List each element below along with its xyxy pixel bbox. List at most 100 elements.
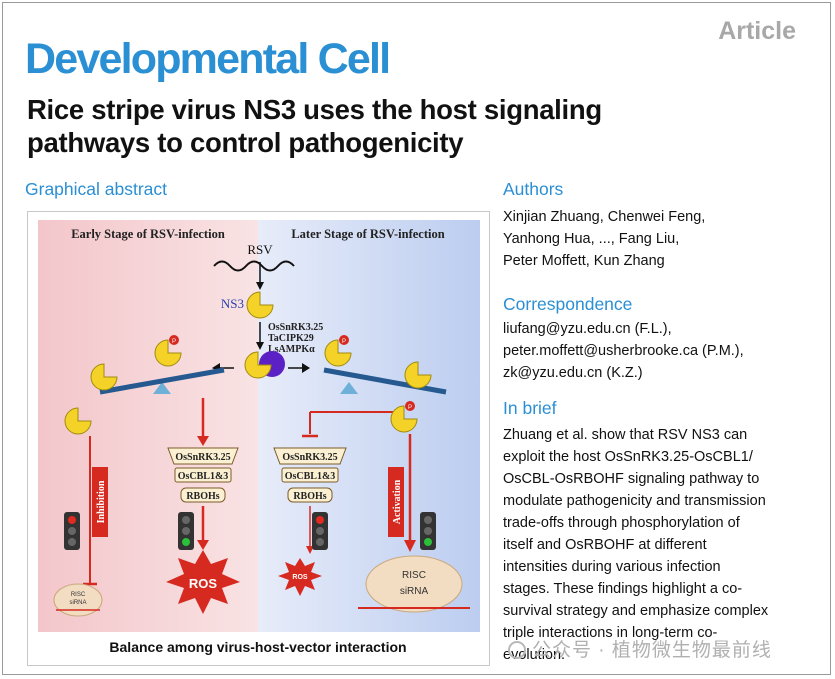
center-left-arrow-head	[197, 436, 209, 446]
traffic-light-red-top	[68, 516, 76, 524]
left-ns3	[90, 363, 118, 391]
right-phospho-badge	[339, 335, 349, 345]
risc-label-right: RISC	[402, 570, 426, 581]
pathway-box-2-left	[174, 467, 232, 483]
risc-complex-right	[365, 555, 463, 613]
sirna-label-right: siRNA	[400, 586, 429, 597]
in-brief-line-10: triple interactions in long-term co-	[503, 625, 718, 641]
in-brief-line-1: Zhuang et al. show that RSV NS3 can	[503, 427, 748, 443]
in-brief-line-8: stages. These findings highlight a co-	[503, 581, 743, 597]
ns3-protein	[246, 291, 274, 319]
graphical-abstract-figure: Early Stage of RSV-infection Later Stage…	[27, 211, 490, 666]
in-brief-text: Zhuang et al. show that RSV NS3 can expl…	[503, 424, 768, 666]
watermark: 公众号 · 植物微生物最前线	[508, 635, 772, 662]
left-free-ns3	[64, 407, 92, 435]
right-arrow-head	[302, 363, 310, 373]
traffic-light-red-bot	[68, 538, 76, 546]
left-phospho-badge	[169, 335, 179, 345]
in-brief-line-4: modulate pathogenicity and transmission	[503, 493, 766, 509]
traffic-light-green-top	[182, 516, 190, 524]
in-brief-line-5: trade-offs through phosphorylation of	[503, 515, 740, 531]
inhibition-box	[92, 467, 108, 537]
traffic-light-green-right-top	[424, 516, 432, 524]
sirna-label-left: siRNA	[69, 600, 86, 606]
in-brief-line-3: OsCBL-OsRBOHF signaling pathway to	[503, 471, 760, 487]
pathway-box-1-right	[273, 447, 347, 465]
ros-burst-large	[166, 550, 240, 614]
right-free-phospho-label: P	[408, 405, 412, 411]
ros-label-small: ROS	[292, 574, 308, 581]
rsv-label: RSV	[247, 242, 273, 257]
in-brief-line-9: survival strategy and emphasize complex	[503, 603, 769, 619]
ns3-label: NS3	[221, 296, 244, 311]
traffic-light-red-right-top	[316, 516, 324, 524]
right-free-ns3	[390, 405, 418, 433]
traffic-light-green-right-bot	[424, 538, 432, 546]
authors-line-1: Xinjian Zhuang, Chenwei Feng,	[503, 209, 706, 225]
activation-box	[388, 467, 404, 537]
left-seesaw-beam	[99, 367, 225, 395]
ros-label-large: ROS	[189, 576, 218, 591]
right-phospho-label: P	[342, 339, 346, 345]
in-brief-line-7: intensities during various infection	[503, 559, 721, 575]
kinase-1: OsSnRK3.25	[268, 322, 323, 333]
article-type-tag: Article	[718, 17, 796, 45]
traffic-light-red-mid	[68, 527, 76, 535]
ros-arrow-right-head	[306, 546, 314, 554]
correspondence-heading: Correspondence	[503, 294, 633, 314]
kinase-3: LsAMPKα	[268, 344, 315, 355]
rsv-rna-wave	[213, 260, 295, 272]
risc-complex-left	[53, 583, 103, 617]
right-free-phospho-badge	[405, 401, 415, 411]
right-ns3	[404, 361, 432, 389]
correspondence-list: liufang@yzu.edu.cn (F.L.), peter.moffett…	[503, 318, 744, 384]
pathway-3-left: RBOHs	[186, 491, 219, 502]
left-phospho-label: P	[172, 339, 176, 345]
activation-arrow-head	[404, 540, 416, 552]
left-seesaw-fulcrum	[153, 382, 171, 394]
graphical-abstract-heading: Graphical abstract	[25, 179, 168, 199]
wechat-icon	[508, 641, 526, 659]
ros-burst-small	[278, 558, 322, 596]
balance-caption: Balance among virus-host-vector interact…	[109, 639, 406, 655]
pathway-1-right: OsSnRK3.25	[282, 452, 337, 463]
traffic-light-red-right-bot	[316, 538, 324, 546]
pathway-2-right: OsCBL1&3	[285, 471, 336, 482]
activation-label: Activation	[392, 479, 403, 524]
traffic-light-red-right-mid	[316, 527, 324, 535]
in-brief-heading: In brief	[503, 398, 557, 418]
risc-label-left: RISC	[71, 592, 86, 598]
inhibition-label: Inhibition	[96, 480, 107, 523]
journal-name: Developmental Cell	[25, 35, 391, 83]
later-stage-label: Later Stage of RSV-infection	[291, 227, 444, 241]
kinase-2: TaCIPK29	[268, 333, 314, 344]
pathway-1-left: OsSnRK3.25	[175, 452, 230, 463]
authors-heading: Authors	[503, 179, 564, 199]
authors-line-2: Yanhong Hua, ..., Fang Liu,	[503, 231, 680, 247]
correspondence-line-1[interactable]: liufang@yzu.edu.cn (F.L.),	[503, 321, 672, 337]
pathway-box-3-right	[287, 487, 333, 503]
right-seesaw-fulcrum	[340, 382, 358, 394]
pathway-2-left: OsCBL1&3	[178, 471, 229, 482]
authors-list: Xinjian Zhuang, Chenwei Feng, Yanhong Hu…	[503, 206, 705, 272]
watermark-text: 公众号 · 植物微生物最前线	[532, 640, 772, 661]
in-brief-line-6: itself and OsRBOHF at different	[503, 537, 707, 553]
pathway-box-3-left	[180, 487, 226, 503]
right-ns3-phospho	[324, 339, 352, 367]
article-title: Rice stripe virus NS3 uses the host sign…	[27, 94, 602, 158]
early-stage-label: Early Stage of RSV-infection	[71, 227, 225, 241]
traffic-light-green-right-mid	[424, 527, 432, 535]
ns3-in-complex	[244, 351, 272, 379]
ros-arrow-left-head	[197, 540, 209, 550]
correspondence-line-2[interactable]: peter.moffett@usherbrooke.ca (P.M.),	[503, 343, 744, 359]
correspondence-line-3[interactable]: zk@yzu.edu.cn (K.Z.)	[503, 365, 643, 381]
rsv-arrow-head	[256, 282, 264, 290]
traffic-light-green-bot	[182, 538, 190, 546]
authors-line-3: Peter Moffett, Kun Zhang	[503, 253, 665, 269]
kinase-arrow-head	[256, 342, 264, 350]
right-seesaw-beam	[323, 367, 447, 395]
traffic-light-green-mid	[182, 527, 190, 535]
pathway-3-right: RBOHs	[293, 491, 326, 502]
left-ns3-phospho	[154, 339, 182, 367]
